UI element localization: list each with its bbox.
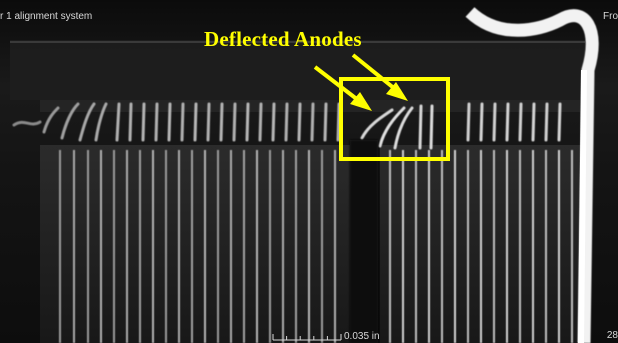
left-stack bbox=[40, 145, 350, 343]
cable bbox=[465, 7, 599, 343]
left-electrode-lines bbox=[59, 150, 336, 343]
stack-gap bbox=[350, 140, 378, 343]
header-bar bbox=[40, 100, 580, 112]
scale-bar-icon bbox=[272, 334, 342, 341]
right-stack bbox=[380, 145, 585, 343]
housing-band bbox=[10, 40, 585, 100]
arrow-icon bbox=[313, 53, 408, 111]
slice-number: 28 bbox=[606, 330, 618, 341]
annotation-title: Deflected Anodes bbox=[204, 27, 362, 51]
scale-label: 0.035 in bbox=[344, 331, 380, 342]
right-electrode-lines bbox=[389, 150, 573, 343]
cable-core bbox=[578, 69, 587, 343]
view-label: Fro bbox=[603, 11, 618, 22]
window-title: r 1 alignment system bbox=[0, 11, 93, 22]
highlight-box bbox=[339, 77, 450, 161]
anode-tabs bbox=[12, 102, 562, 150]
